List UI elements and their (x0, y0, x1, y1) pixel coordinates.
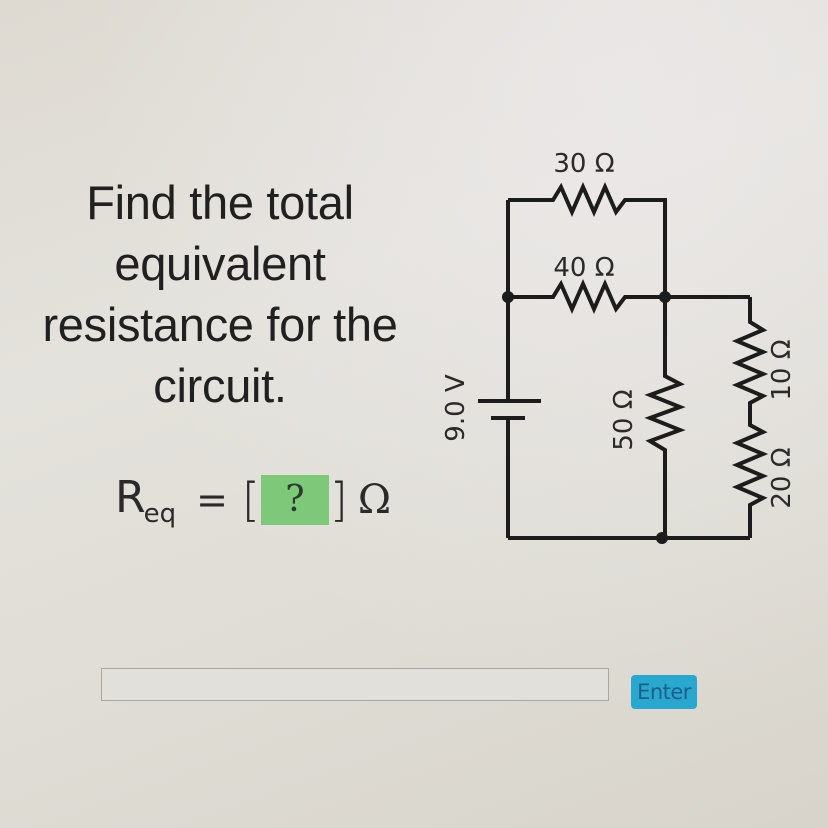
resistor-10 (731, 297, 769, 410)
req-variable: R (115, 471, 146, 523)
enter-button[interactable]: Enter (631, 675, 697, 709)
resistor-20-label: 20 Ω (767, 447, 797, 508)
resistor-30 (508, 182, 667, 297)
resistor-40-label: 40 Ω (553, 253, 614, 283)
req-subscript: eq (143, 498, 177, 529)
question-line: equivalent (114, 237, 326, 290)
bracket-close: ] (329, 473, 348, 527)
equation: Req = [ ? ] Ω (115, 470, 391, 530)
req-symbol: Req (115, 472, 176, 529)
answer-input[interactable] (101, 668, 609, 701)
question-line: resistance for the (42, 298, 398, 351)
resistor-20 (731, 410, 769, 538)
bracket-open: [ (241, 473, 260, 527)
resistor-50 (644, 297, 686, 538)
resistor-10-label: 10 Ω (767, 339, 797, 400)
junction-node-bottom (656, 532, 668, 544)
question-line: circuit. (153, 359, 287, 412)
battery-label: 9.0 V (441, 374, 471, 442)
resistor-30-label: 30 Ω (553, 149, 614, 179)
battery (478, 399, 541, 420)
answer-slot: ? (260, 475, 329, 525)
question-text: Find the total equivalent resistance for… (10, 172, 430, 416)
question-line: Find the total (86, 176, 354, 229)
ohm-unit: Ω (357, 477, 391, 523)
resistor-40 (508, 279, 750, 314)
resistor-50-label: 50 Ω (609, 389, 639, 450)
junction-node-left (502, 291, 514, 303)
equals-sign: = (196, 478, 228, 522)
junction-node-right (659, 291, 671, 303)
